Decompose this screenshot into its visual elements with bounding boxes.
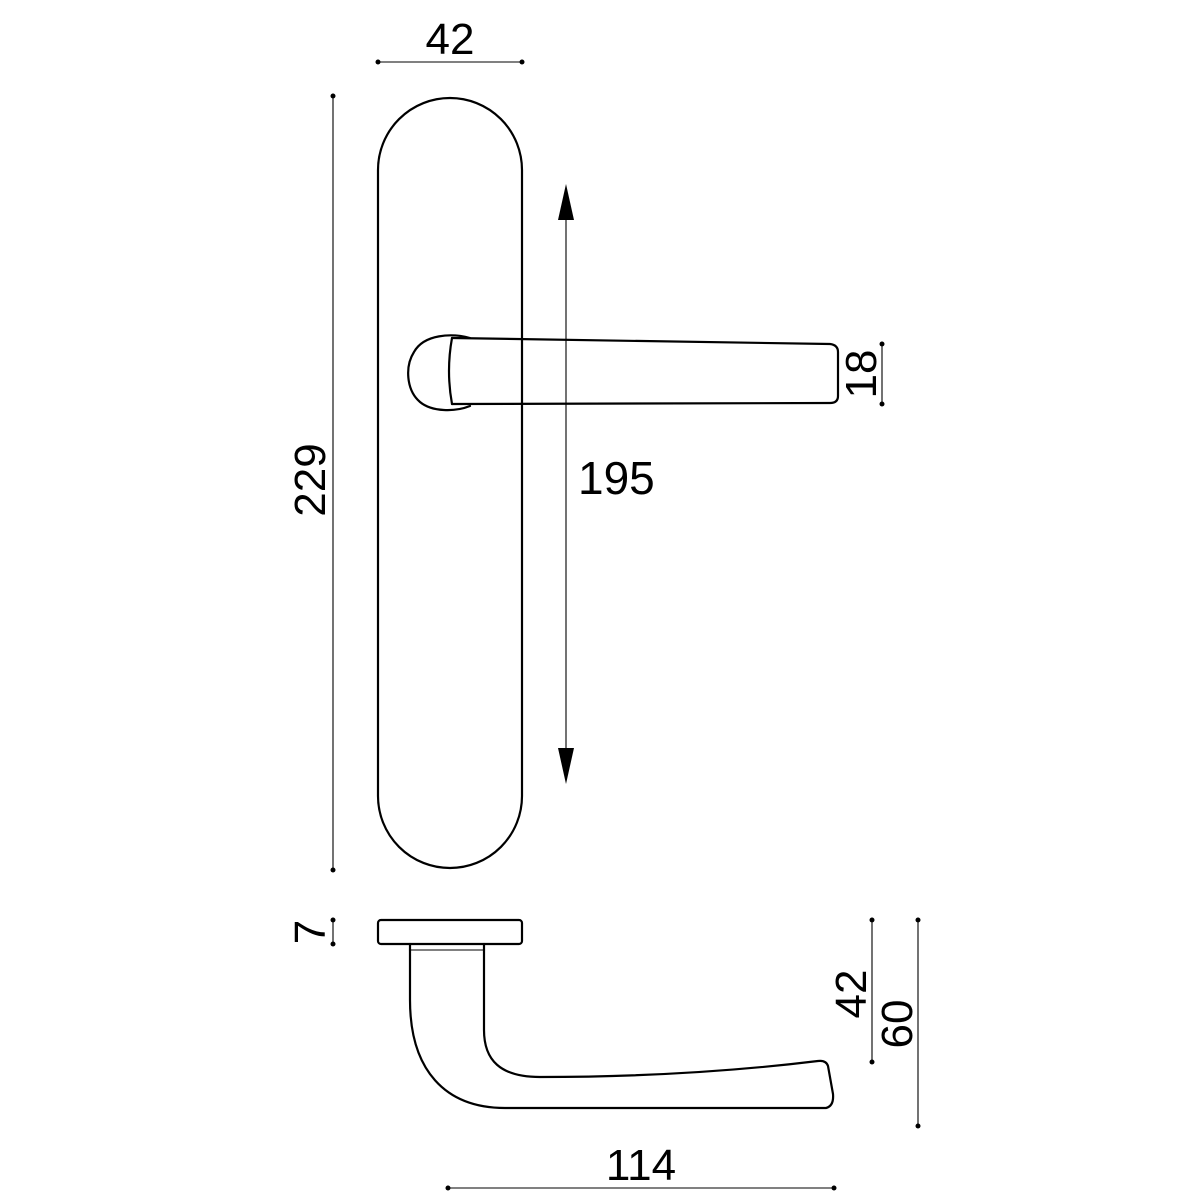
dim-rose-thickness-label: 7 xyxy=(286,920,335,944)
dim-plate-height-label: 229 xyxy=(286,443,335,516)
dim-plate-width: 42 xyxy=(375,15,525,65)
lever-profile xyxy=(408,948,835,1110)
lever-front xyxy=(407,334,840,412)
dim-lever-length: 114 xyxy=(445,1141,837,1191)
arrow-down-icon xyxy=(558,748,574,784)
dim-overall-projection: 60 xyxy=(873,917,922,1129)
side-view: 7 42 60 114 xyxy=(286,917,922,1191)
lever-rose-circle xyxy=(407,334,472,412)
front-view: 42 229 195 18 xyxy=(286,15,886,873)
lever-arm-front xyxy=(450,336,840,406)
dim-lever-diameter-label: 18 xyxy=(837,350,886,399)
dim-lever-projection-label: 42 xyxy=(827,970,876,1019)
dim-plate-width-label: 42 xyxy=(426,15,475,64)
dim-plate-height: 229 xyxy=(286,93,336,873)
rose-plate-profile xyxy=(376,918,524,946)
backplate-outline xyxy=(376,96,524,870)
dim-overall-projection-label: 60 xyxy=(873,1000,922,1049)
arrow-up-icon xyxy=(558,184,574,220)
dim-lever-diameter: 18 xyxy=(837,341,886,407)
dim-lever-projection: 42 xyxy=(827,917,876,1065)
dim-rose-thickness: 7 xyxy=(286,917,336,947)
dim-center-distance-label: 195 xyxy=(578,452,655,504)
dim-center-distance: 195 xyxy=(558,184,655,784)
lever-neck-line xyxy=(447,336,454,406)
dim-lever-length-label: 114 xyxy=(606,1141,676,1190)
